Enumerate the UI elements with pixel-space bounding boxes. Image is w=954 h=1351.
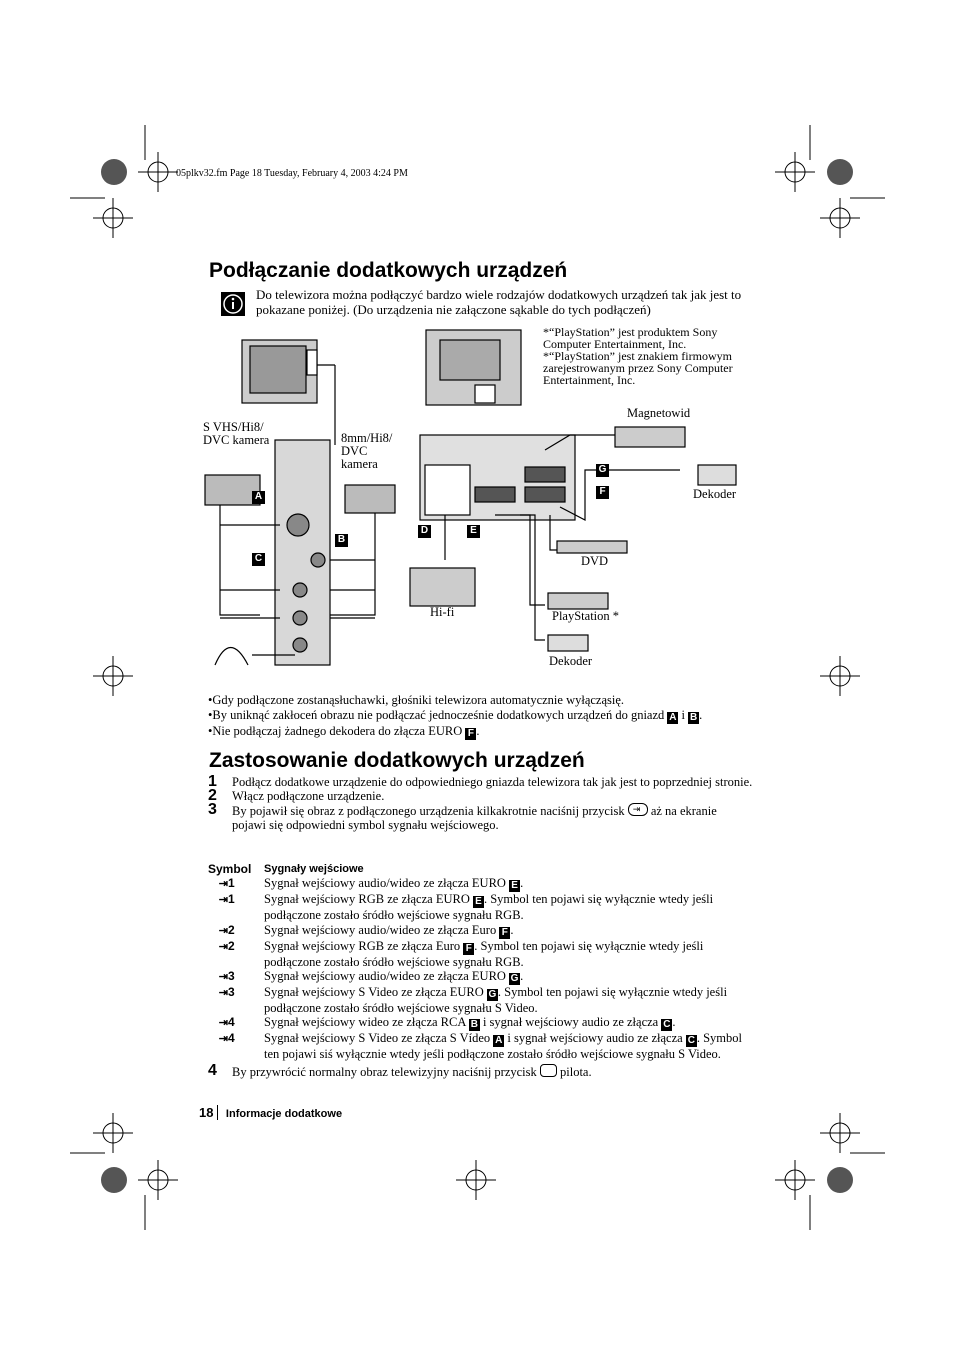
socket-badge: E xyxy=(509,880,521,893)
section-title-connecting: Podłączanie dodatkowych urządzeń xyxy=(209,259,568,282)
label-dekoder-bottom: Dekoder xyxy=(549,654,593,668)
socket-badge: F xyxy=(465,727,477,740)
footer-section-name: Informacje dodatkowe xyxy=(225,1108,343,1120)
marker-c: C xyxy=(252,553,265,566)
step-4: 4 By przywrócić normalny obraz telewizyj… xyxy=(208,1062,592,1080)
intro-text: Do telewizora można podłączyć bardzo wie… xyxy=(256,287,742,317)
socket-badge: B xyxy=(688,711,700,724)
socket-badge: G xyxy=(509,972,521,985)
label-svhs-camera: S VHS/Hi8/ DVC kamera xyxy=(203,420,270,447)
input-symbol: ⇥2 xyxy=(208,939,264,969)
step-2: 2 Włącz podłączone urządzenie. xyxy=(208,787,385,804)
footnote-1: *“PlayStation” jest produktem Sony Compu… xyxy=(543,325,718,351)
marker-f: F xyxy=(596,486,609,499)
signal-description: Sygnał wejściowy audio/wideo ze złącza E… xyxy=(264,876,524,893)
signal-description: Sygnał wejściowy RGB ze złącza EURO E. S… xyxy=(264,892,714,923)
input-symbol: ⇥4 xyxy=(208,1015,264,1031)
input-symbol: ⇥3 xyxy=(208,985,264,1015)
marker-g: G xyxy=(596,464,609,477)
input-symbol-icon: ⇥ xyxy=(218,970,228,983)
step-1: 1 Podłącz dodatkowe urządzenie do odpowi… xyxy=(208,773,753,790)
socket-badge: F xyxy=(499,926,511,939)
marker-a: A xyxy=(252,491,265,504)
note-decoder: •Nie podłączaj żadnego dekodera do złącz… xyxy=(208,723,480,740)
socket-badge: C xyxy=(661,1019,673,1032)
signal-description: Sygnał wejściowy S Video ze złącza EURO … xyxy=(264,984,728,1015)
socket-badge: C xyxy=(685,1035,697,1048)
info-icon xyxy=(221,292,245,316)
socket-badge: A xyxy=(493,1035,505,1048)
signal-description: Sygnał wejściowy wideo ze złącza RCA B i… xyxy=(264,1015,676,1032)
socket-badge: B xyxy=(468,1019,480,1032)
label-dekoder-top: Dekoder xyxy=(693,487,737,501)
input-symbol-icon: ⇥ xyxy=(218,986,228,999)
signal-description: Sygnał wejściowy S Video ze złącza S Víd… xyxy=(264,1031,742,1062)
socket-badge: F xyxy=(463,942,475,955)
socket-badge: A xyxy=(667,711,679,724)
input-symbol-icon: ⇥ xyxy=(218,940,228,953)
input-symbol: ⇥1 xyxy=(208,876,264,892)
input-symbol: ⇥3 xyxy=(208,969,264,985)
label-hifi: Hi-fi xyxy=(430,605,455,619)
label-magnetowid: Magnetowid xyxy=(627,406,691,420)
playstation-footnotes: *“PlayStation” jest produktem Sony Compu… xyxy=(543,326,758,386)
footnote-2: *“PlayStation” jest znakiem firmowym zar… xyxy=(543,349,733,387)
file-header: 05plkv32.fm Page 18 Tuesday, February 4,… xyxy=(176,168,408,179)
signal-description: Sygnał wejściowy audio/wideo ze złącza E… xyxy=(264,922,514,939)
marker-b: B xyxy=(335,534,348,547)
signal-description: Sygnał wejściowy audio/wideo ze złącza E… xyxy=(264,968,524,985)
input-symbol: ⇥4 xyxy=(208,1031,264,1061)
label-8mm-camera: 8mm/Hi8/ DVC kamera xyxy=(341,431,393,471)
connection-diagram xyxy=(204,329,737,666)
input-symbol-icon: ⇥ xyxy=(218,1033,228,1046)
input-symbol-icon: ⇥ xyxy=(218,1017,228,1030)
marker-d: D xyxy=(418,525,431,538)
label-playstation: PlayStation * xyxy=(552,609,620,623)
input-select-icon: ⇥ xyxy=(627,803,648,816)
label-dvd: DVD xyxy=(581,554,609,568)
step-3: 3 By pojawił się obraz z podłączonego ur… xyxy=(208,801,717,833)
socket-badge: E xyxy=(472,896,484,909)
note-interference: •By uniknąć zakłoceń obrazu nie podłącza… xyxy=(208,707,703,724)
signal-description: Sygnał wejściowy RGB ze złącza Euro F. S… xyxy=(264,938,704,969)
tv-mode-icon xyxy=(539,1064,557,1078)
input-symbol-icon: ⇥ xyxy=(218,894,228,907)
input-symbol-icon: ⇥ xyxy=(218,878,228,891)
note-headphones: •Gdy podłączone zostanąsłuchawki, głośni… xyxy=(208,693,625,707)
input-symbol: ⇥2 xyxy=(208,923,264,939)
marker-e: E xyxy=(467,525,480,538)
input-symbol: ⇥1 xyxy=(208,892,264,922)
section-title-using: Zastosowanie dodatkowych urządzeń xyxy=(209,749,585,772)
page-footer: 18 Informacje dodatkowe xyxy=(199,1104,342,1122)
socket-badge: G xyxy=(486,988,498,1001)
page-number: 18 xyxy=(199,1105,219,1120)
notes-list: •Gdy podłączone zostanąsłuchawki, głośni… xyxy=(208,693,702,740)
steps-list: 1 Podłącz dodatkowe urządzenie do odpowi… xyxy=(208,773,753,833)
table-header: Symbol Sygnały wejściowe xyxy=(208,862,364,876)
input-symbol-icon: ⇥ xyxy=(218,924,228,937)
